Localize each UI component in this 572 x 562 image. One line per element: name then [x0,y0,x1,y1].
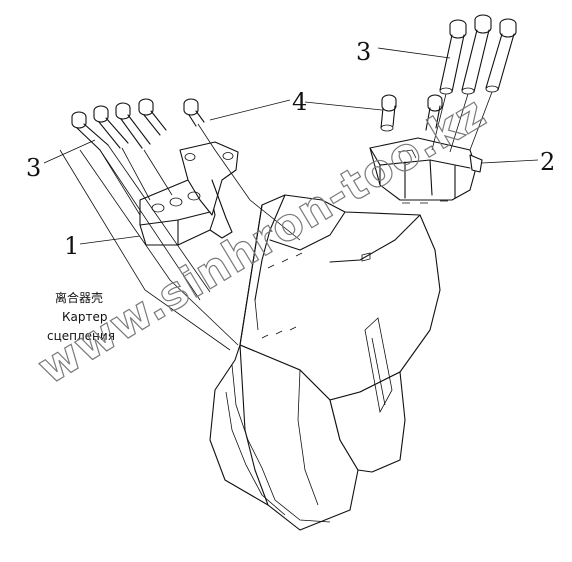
callout-3-top: 3 [356,38,371,66]
housing-label-ru-2: сцепления [47,329,115,343]
leader-2 [481,159,539,164]
leader-4 [209,99,383,121]
callout-4: 4 [292,88,307,116]
bolt-right-2 [461,14,492,95]
housing-label-ru-1: Картер [62,310,107,324]
bolt-short-left [183,98,301,241]
bolt-left-1 [71,111,211,301]
bolt-left-2 [93,105,129,149]
leader-1 [79,235,141,245]
bracket-left [139,141,239,246]
bolt-right-3 [485,18,517,93]
leader-3-left [43,139,96,164]
bolt-short-right [380,94,397,132]
callout-2: 2 [540,148,555,176]
bolt-left-4 [138,98,167,136]
bolt-left-3 [115,102,151,149]
bolt-right-small [425,94,443,131]
leader-3-top [377,47,451,59]
bolts-left-group [59,98,239,351]
bolts-right-group [425,14,517,153]
housing-label-zh: 离合器壳 [55,290,103,305]
bracket-right [369,137,483,204]
callout-1: 1 [64,232,79,260]
bolt-right-1 [439,19,467,95]
callout-3-left: 3 [26,154,41,182]
clutch-housing [209,194,441,531]
